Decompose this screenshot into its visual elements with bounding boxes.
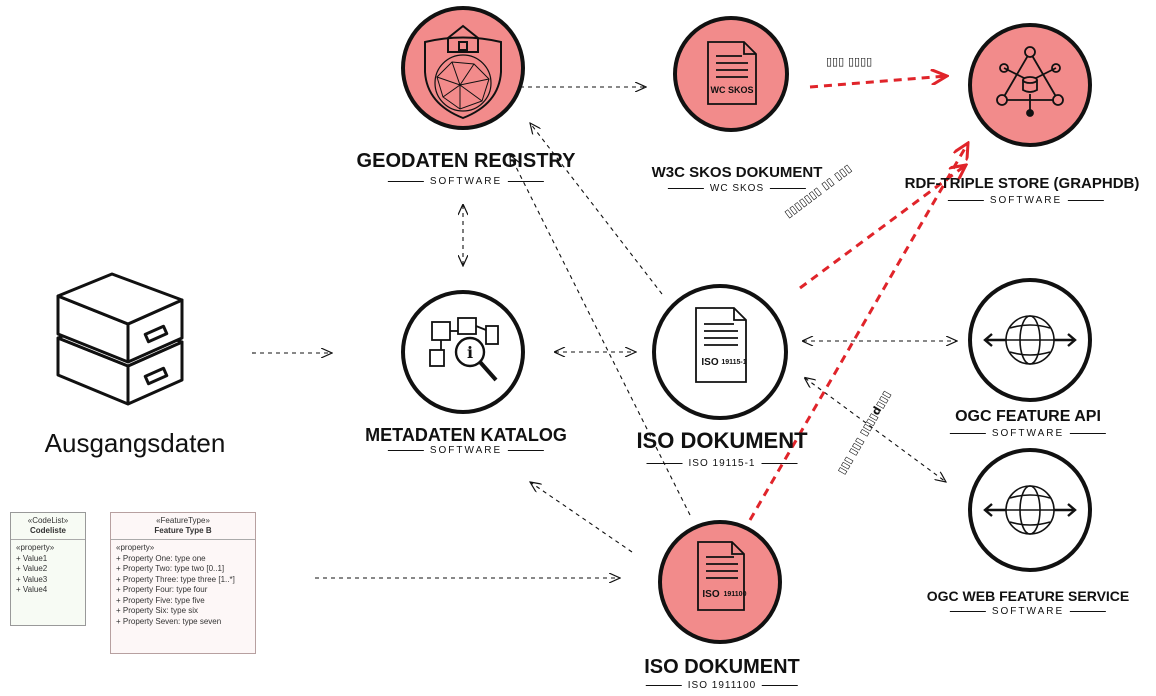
ogc-wfs-subtitle: SOFTWARE: [944, 606, 1112, 617]
skos-icon-text: WC SKOS: [710, 85, 753, 95]
catalog-search-icon: i: [429, 317, 499, 382]
document-icon: [707, 41, 757, 105]
ogc-feature-api-title: OGC FEATURE API: [955, 408, 1101, 425]
w3c-skos-subtitle: WC SKOS: [662, 183, 812, 194]
uml-attribute: + Property Two: type two [0..1]: [116, 564, 225, 573]
edge-iso191100-to-katalog: [530, 482, 633, 553]
ogc-wfs-title: OGC WEB FEATURE SERVICE: [926, 588, 1130, 604]
uml-attribute: + Value3: [16, 574, 48, 584]
iso191100-icon-text: 191100: [724, 591, 747, 598]
globe-arrows-icon: [983, 485, 1077, 535]
edge-label-skos-rdf: ▯▯▯ ▯▯▯▯: [826, 55, 873, 68]
metadaten-katalog-title: METADATEN KATALOG: [365, 425, 567, 445]
rdf-store-node: [968, 23, 1092, 147]
iso-191100-node: ISO 191100: [658, 520, 782, 644]
iso-19115-title: ISO DOKUMENT: [636, 428, 808, 453]
document-icon: [697, 541, 745, 611]
uml-stereotype: «CodeList»: [27, 516, 69, 525]
svg-text:i: i: [467, 343, 473, 362]
w3c-skos-node: WC SKOS: [673, 16, 789, 132]
uml-attribute: + Property Three: type three [1..*]: [116, 574, 235, 584]
iso-logo-text: ISO: [702, 589, 719, 600]
uml-attribute: + Property One: type one: [116, 553, 206, 563]
uml-class-name: Feature Type B: [154, 526, 212, 535]
edge-iso191100-to-registry: [510, 155, 691, 516]
ausgangsdaten-title: Ausgangsdaten: [44, 428, 226, 458]
ogc-wfs-node: [968, 448, 1092, 572]
w3c-skos-title: W3C SKOS DOKUMENT: [651, 164, 823, 181]
uml-attribute: + Property Five: type five: [116, 595, 205, 605]
geodaten-registry-node: [401, 6, 525, 130]
uml-attribute: + Property Six: type six: [116, 606, 199, 615]
edge-iso19115-to-registry: [530, 123, 663, 295]
uml-attribute: + Property Seven: type seven: [116, 616, 222, 626]
uml-attribute: + Property Four: type four: [116, 585, 208, 594]
shield-house-icon: [424, 24, 502, 120]
rdf-store-subtitle: SOFTWARE: [942, 195, 1110, 206]
edge-iso19115-wfs: [805, 378, 946, 482]
uml-featuretype-box: «FeatureType» Feature Type B «property» …: [110, 512, 256, 654]
uml-attribute: + Value4: [16, 585, 48, 594]
iso-logo-text: ISO: [701, 357, 718, 368]
iso-19115-subtitle: ISO 19115-1: [641, 458, 804, 469]
globe-arrows-icon: [983, 315, 1077, 365]
iso-19115-node: ISO 19115-1: [652, 284, 788, 420]
uml-section-label: «property»: [116, 543, 155, 552]
iso19115-icon-text: 19115-1: [721, 359, 746, 366]
iso-191100-title: ISO DOKUMENT: [644, 656, 800, 678]
ogc-feature-api-node: [968, 278, 1092, 402]
edge-iso19115-to-rdf: [799, 165, 966, 290]
ogc-feature-api-subtitle: SOFTWARE: [944, 428, 1112, 439]
geodaten-registry-subtitle: SOFTWARE: [382, 176, 550, 187]
document-icon: [695, 307, 747, 383]
storage-boxes-icon: [56, 272, 184, 406]
uml-section-label: «property»: [16, 543, 55, 552]
triple-graph-icon: [996, 46, 1064, 117]
edge-skos-to-rdf: [809, 76, 947, 89]
geodaten-registry-title: GEODATEN REGISTRY: [356, 150, 576, 172]
iso-191100-subtitle: ISO 1911100: [640, 680, 804, 691]
uml-attribute: + Value2: [16, 564, 48, 573]
uml-attribute: + Value1: [16, 553, 48, 563]
metadaten-katalog-node: i: [401, 290, 525, 414]
uml-stereotype: «FeatureType»: [156, 516, 210, 525]
rdf-store-title: RDF-TRIPLE STORE (GRAPHDB): [904, 175, 1140, 192]
uml-codelist-box: «CodeList» Codeliste «property» + Value1…: [10, 512, 86, 626]
uml-class-name: Codeliste: [29, 526, 66, 535]
metadaten-katalog-subtitle: SOFTWARE: [382, 445, 550, 456]
